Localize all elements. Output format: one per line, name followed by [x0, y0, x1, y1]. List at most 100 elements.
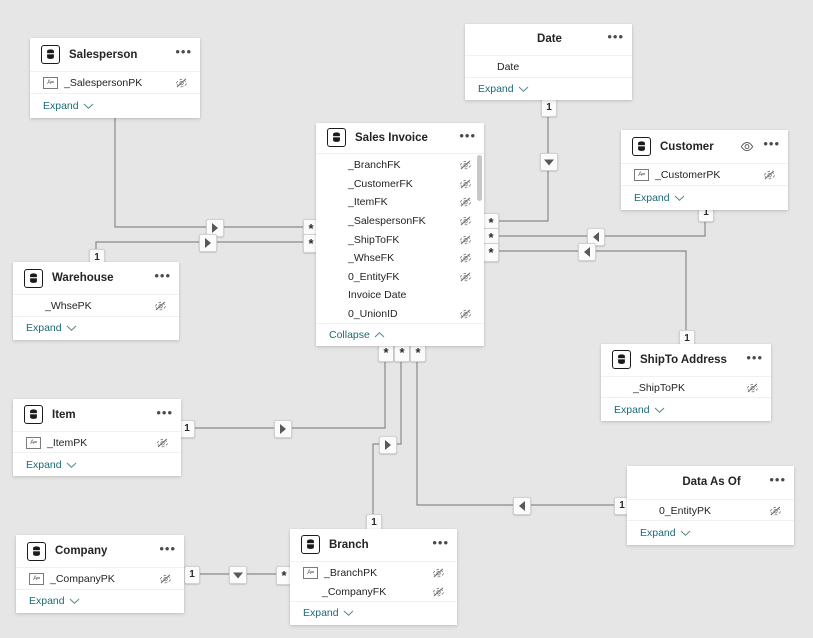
field-row[interactable]: _BranchFK — [316, 156, 484, 175]
more-options-icon[interactable]: ••• — [432, 534, 449, 550]
more-options-icon[interactable]: ••• — [459, 127, 476, 143]
expand-button[interactable]: Expand — [13, 452, 181, 476]
table-icon — [632, 137, 651, 156]
table-header-shipto-address[interactable]: ShipTo Address••• — [601, 344, 771, 377]
field-row[interactable]: _CompanyFK — [290, 582, 457, 601]
chevron-down-icon — [66, 324, 77, 332]
table-header-warehouse[interactable]: Warehouse••• — [13, 262, 179, 296]
cardinality-badge[interactable]: * — [483, 243, 499, 262]
field-type-icon-placeholder — [329, 290, 342, 300]
field-row[interactable]: A=_ItemPK — [13, 434, 181, 453]
table-card-sales-invoice[interactable]: Sales Invoice ••• _BranchFK_CustomerFK_Ite… — [316, 123, 484, 346]
field-list-warehouse: _WhsePK — [13, 295, 179, 316]
table-header-sales-invoice[interactable]: Sales Invoice ••• — [316, 123, 484, 154]
relationship-line[interactable] — [191, 351, 386, 429]
table-header-company[interactable]: Company••• — [16, 535, 184, 569]
relationship-line[interactable] — [416, 351, 627, 506]
cross-filter-arrow-icon[interactable] — [379, 436, 397, 454]
expand-button[interactable]: Expand — [16, 588, 184, 613]
hidden-eye-icon[interactable] — [156, 437, 169, 448]
hidden-eye-icon[interactable] — [175, 78, 188, 89]
field-row[interactable]: A=_SalespersonPK — [30, 74, 200, 93]
visibility-eye-icon[interactable] — [740, 141, 754, 152]
expand-button[interactable]: Expand — [601, 397, 771, 421]
field-row[interactable]: _SalespersonFK — [316, 212, 484, 231]
cross-filter-arrow-icon[interactable] — [229, 566, 247, 584]
table-header-data-as-of[interactable]: Data As Of••• — [627, 466, 794, 500]
field-row[interactable]: 0_UnionID — [316, 305, 484, 324]
cross-filter-arrow-icon[interactable] — [578, 243, 596, 261]
field-row[interactable]: _CustomerFK — [316, 175, 484, 194]
more-options-icon[interactable]: ••• — [607, 29, 624, 45]
table-header-branch[interactable]: Branch••• — [290, 529, 457, 562]
field-row[interactable]: Invoice Date — [316, 286, 484, 305]
field-row[interactable]: A=_CompanyPK — [16, 570, 184, 589]
table-header-customer[interactable]: Customer••• — [621, 130, 788, 164]
more-options-icon[interactable]: ••• — [156, 404, 173, 420]
cardinality-badge[interactable]: 1 — [179, 420, 195, 438]
hidden-eye-icon[interactable] — [432, 586, 445, 597]
table-header-item[interactable]: Item••• — [13, 399, 181, 432]
hidden-eye-icon[interactable] — [459, 178, 472, 189]
table-header-salesperson[interactable]: Salesperson••• — [30, 38, 200, 72]
hidden-eye-icon[interactable] — [746, 382, 759, 393]
hidden-eye-icon[interactable] — [459, 308, 472, 319]
hidden-eye-icon[interactable] — [432, 568, 445, 579]
field-row[interactable]: _ItemFK — [316, 193, 484, 212]
table-header-date[interactable]: Date••• — [465, 24, 632, 56]
field-row[interactable]: Date — [465, 58, 632, 77]
table-title: Sales Invoice — [355, 131, 428, 144]
expand-button[interactable]: Expand — [465, 76, 632, 100]
cross-filter-arrow-icon[interactable] — [274, 420, 292, 438]
hidden-eye-icon[interactable] — [769, 505, 782, 516]
hidden-eye-icon[interactable] — [159, 574, 172, 585]
field-row[interactable]: _WhsePK — [13, 297, 179, 316]
field-row[interactable]: _ShipToPK — [601, 379, 771, 398]
hidden-eye-icon[interactable] — [459, 215, 472, 226]
hidden-eye-icon[interactable] — [459, 234, 472, 245]
cross-filter-arrow-icon[interactable] — [513, 497, 531, 515]
field-row[interactable]: 0_EntityFK — [316, 267, 484, 286]
field-row[interactable]: 0_EntityPK — [627, 502, 794, 521]
expand-button[interactable]: Expand — [627, 520, 794, 545]
field-row[interactable]: A=_BranchPK — [290, 564, 457, 583]
expand-button[interactable]: Expand — [621, 185, 788, 210]
hidden-eye-icon[interactable] — [459, 253, 472, 264]
cardinality-badge[interactable]: 1 — [541, 99, 557, 117]
field-name: _WhseFK — [348, 252, 395, 265]
cardinality-badge[interactable]: 1 — [184, 566, 200, 584]
collapse-button[interactable]: Collapse — [316, 323, 484, 346]
hidden-eye-icon[interactable] — [459, 197, 472, 208]
field-row[interactable]: _ShipToFK — [316, 230, 484, 249]
cross-filter-arrow-icon[interactable] — [199, 234, 217, 252]
field-list-scrollbar[interactable] — [477, 155, 482, 201]
expand-button[interactable]: Expand — [30, 93, 200, 118]
more-options-icon[interactable]: ••• — [769, 472, 786, 488]
field-row[interactable]: A=_CustomerPK — [621, 166, 788, 185]
hidden-eye-icon[interactable] — [763, 170, 776, 181]
more-options-icon[interactable]: ••• — [175, 44, 192, 60]
relationship-line[interactable] — [114, 118, 305, 228]
hidden-eye-icon[interactable] — [459, 271, 472, 282]
hidden-eye-icon[interactable] — [154, 301, 167, 312]
more-options-icon[interactable]: ••• — [159, 540, 176, 556]
expand-button[interactable]: Expand — [290, 600, 457, 625]
expand-button[interactable]: Expand — [13, 315, 179, 340]
hidden-eye-icon[interactable] — [459, 160, 472, 171]
field-row[interactable]: _WhseFK — [316, 249, 484, 268]
more-options-icon[interactable]: ••• — [154, 267, 171, 283]
more-options-icon[interactable]: ••• — [746, 349, 763, 365]
relationship-line[interactable] — [495, 250, 687, 344]
cross-filter-arrow-icon[interactable] — [540, 153, 558, 171]
more-options-icon[interactable]: ••• — [763, 136, 780, 152]
